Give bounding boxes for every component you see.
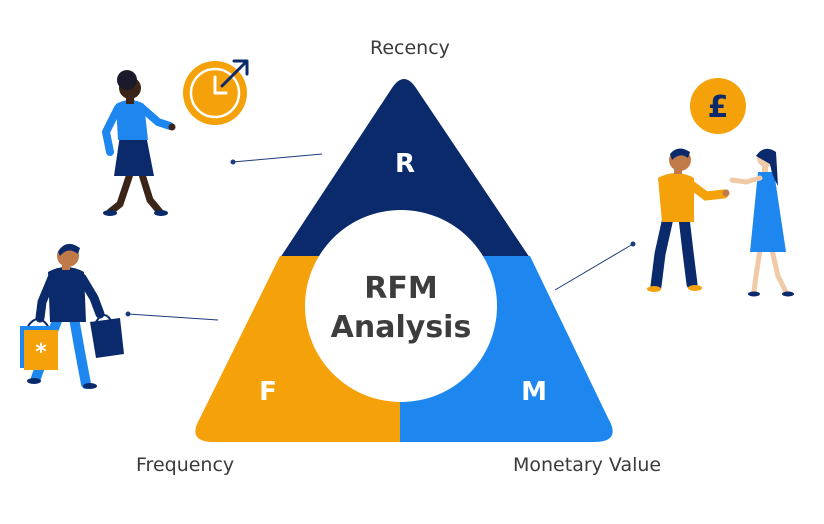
recency-label: Recency — [370, 37, 450, 59]
monetary-letter: M — [521, 377, 547, 407]
center-title-line-2: Analysis — [331, 310, 472, 345]
monetary-connector-dot — [630, 241, 636, 247]
connector-lines — [125, 153, 636, 321]
monetary-connector — [554, 243, 634, 291]
recency-segment — [280, 79, 530, 258]
monetary-value-label: Monetary Value — [513, 454, 662, 476]
frequency-label: Frequency — [136, 454, 235, 476]
recency-letter: R — [395, 149, 415, 179]
shopping-bag-icon — [90, 318, 124, 358]
shopper-man-figure: * — [20, 243, 124, 389]
pound-coin-icon: £ — [690, 78, 746, 134]
frequency-connector-dot — [125, 311, 131, 317]
recency-connector-dot — [230, 159, 236, 165]
shopping-bag-icon: * — [20, 318, 58, 370]
frequency-connector — [127, 313, 219, 321]
frequency-letter: F — [259, 377, 277, 407]
walking-woman-figure — [101, 70, 176, 216]
payment-exchange-figures — [647, 148, 794, 297]
recency-connector — [232, 153, 323, 163]
center-title-line-1: RFM — [364, 271, 437, 306]
pound-symbol: £ — [708, 90, 729, 125]
center-circle — [305, 210, 497, 402]
clock-arrow-icon — [183, 59, 249, 125]
rfm-triangle — [195, 79, 613, 442]
svg-text:*: * — [35, 340, 47, 365]
